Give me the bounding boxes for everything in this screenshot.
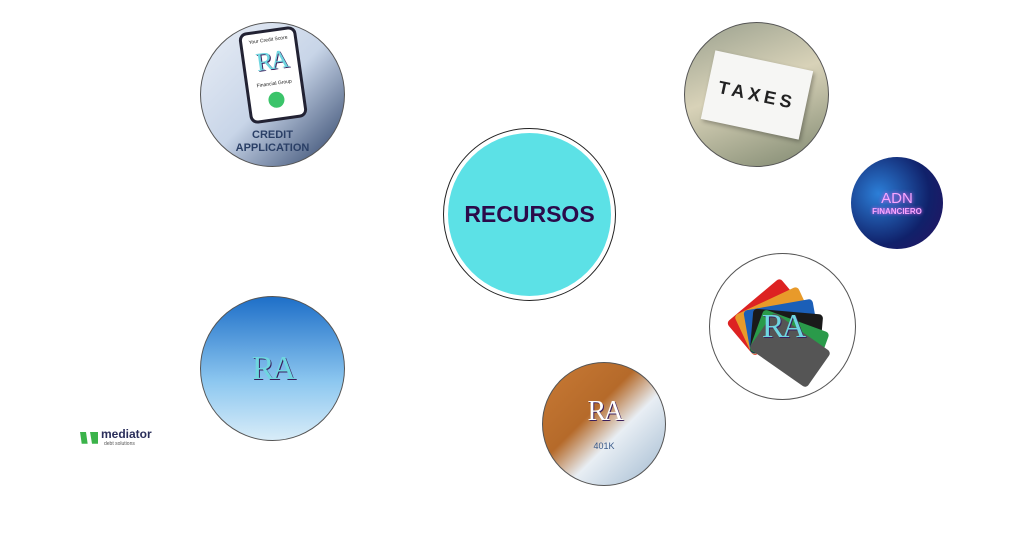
- adn-financiero-resource[interactable]: ADN FINANCIERO: [851, 157, 943, 249]
- score-badge: [267, 90, 286, 109]
- mediator-name: mediator: [101, 427, 152, 441]
- recursos-center-circle[interactable]: RECURSOS: [443, 128, 616, 301]
- ra-logo: RA: [587, 395, 624, 427]
- 401k-gear-resource[interactable]: RA 401K: [542, 362, 666, 486]
- mediator-mark-icon: [90, 431, 98, 444]
- ra-logo: RA: [251, 349, 296, 387]
- taxes-resource[interactable]: TAXES: [684, 22, 829, 167]
- phone-image: Your Credit Score RA Financial Group: [237, 25, 309, 125]
- recursos-center-fill: RECURSOS: [448, 133, 611, 296]
- adn-text: ADN: [881, 190, 913, 207]
- credit-application-text: CREDIT APPLICATION: [235, 129, 310, 154]
- credit-score-resource[interactable]: Your Credit Score RA Financial Group CRE…: [200, 22, 345, 167]
- credit-cards-resource[interactable]: RA: [709, 253, 856, 400]
- 401k-text: 401K: [593, 441, 615, 452]
- mediator-tagline: debt solutions: [104, 440, 135, 447]
- ra-logo: RA: [761, 307, 806, 345]
- mediator-logo[interactable]: mediator debt solutions: [80, 427, 152, 448]
- financiero-text: FINANCIERO: [872, 207, 922, 216]
- ra-logo: RA: [254, 44, 288, 78]
- financial-chart-resource[interactable]: RA: [200, 296, 345, 441]
- recursos-title: RECURSOS: [464, 201, 595, 227]
- mediator-mark-icon: [80, 431, 88, 444]
- ra-logo-sub: Financial Group: [256, 78, 293, 89]
- taxes-lightbox: TAXES: [700, 49, 813, 140]
